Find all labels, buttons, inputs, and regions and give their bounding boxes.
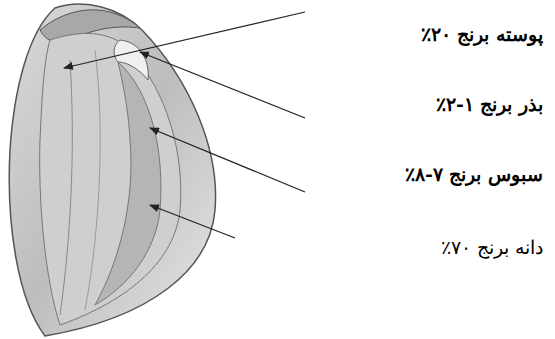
part-label: پوسته برنج ۲۰٪ bbox=[421, 22, 543, 47]
part-label: سبوس برنج ۷-۸٪ bbox=[405, 162, 543, 187]
part-label: دانه برنج ۷۰٪ bbox=[441, 235, 543, 260]
grain-outline bbox=[9, 4, 215, 336]
husk-vein bbox=[85, 50, 100, 310]
husk-vein bbox=[60, 60, 72, 315]
leader-arrow bbox=[150, 128, 305, 192]
bran-layer bbox=[95, 62, 161, 305]
part-label: بذر برنج ۱-۲٪ bbox=[436, 92, 543, 117]
leader-arrow bbox=[140, 52, 305, 118]
inner-husk bbox=[40, 33, 181, 325]
germ bbox=[114, 40, 148, 80]
leader-arrow bbox=[150, 205, 235, 238]
leader-arrow bbox=[64, 12, 305, 68]
